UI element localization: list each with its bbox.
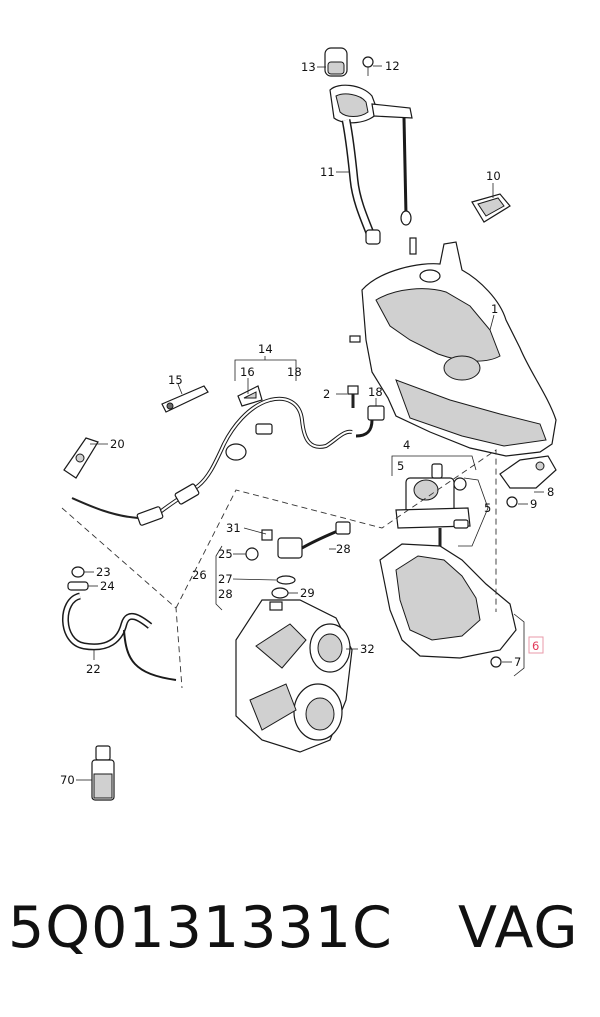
filler-cap bbox=[324, 47, 348, 77]
nut-9 bbox=[506, 496, 518, 508]
brand-label: VAG bbox=[458, 895, 579, 961]
callout-15: 15 bbox=[168, 373, 183, 387]
callout-24: 24 bbox=[100, 579, 115, 593]
callout-1: 1 bbox=[491, 302, 498, 316]
bracket-8 bbox=[499, 455, 557, 489]
hose-22 bbox=[62, 592, 177, 681]
ring-27 bbox=[276, 575, 296, 585]
bolt-2 bbox=[347, 385, 359, 408]
filler-hose-11 bbox=[341, 119, 381, 245]
dashed-outline bbox=[61, 449, 497, 689]
callout-6: 6 bbox=[532, 639, 539, 653]
callout-10: 10 bbox=[486, 169, 501, 183]
callout-14: 14 bbox=[258, 342, 273, 356]
bracket-20 bbox=[63, 437, 99, 479]
leader-lines bbox=[76, 65, 544, 781]
callout-12: 12 bbox=[385, 59, 400, 73]
callout-22: 22 bbox=[86, 662, 101, 676]
nut-7 bbox=[490, 656, 502, 668]
bracket-10 bbox=[471, 193, 511, 223]
callout-13: 13 bbox=[301, 60, 316, 74]
callout-23: 23 bbox=[96, 565, 111, 579]
vent-rod bbox=[400, 117, 412, 226]
callout-25: 25 bbox=[218, 547, 233, 561]
callout-28-sensor: 28 bbox=[336, 542, 351, 556]
callout-18-top: 18 bbox=[287, 365, 302, 379]
part-number: 5Q0131331C bbox=[8, 895, 393, 961]
clip-15 bbox=[161, 385, 209, 413]
callout-27: 27 bbox=[218, 572, 233, 586]
clip-16 bbox=[237, 385, 263, 407]
callout-9: 9 bbox=[530, 497, 537, 511]
compressor-32 bbox=[235, 599, 353, 753]
callout-18-connector: 18 bbox=[368, 385, 383, 399]
callout-29: 29 bbox=[300, 586, 315, 600]
fuel-tank bbox=[349, 237, 557, 457]
gasket-25 bbox=[245, 547, 259, 561]
callout-31: 31 bbox=[226, 521, 241, 535]
bottle-70 bbox=[91, 745, 115, 801]
callout-70: 70 bbox=[60, 773, 75, 787]
callout-7: 7 bbox=[514, 655, 521, 669]
wiring-harness-14 bbox=[71, 396, 353, 526]
callout-8: 8 bbox=[547, 485, 554, 499]
screw-12 bbox=[362, 56, 374, 76]
callout-5-upper: 5 bbox=[397, 459, 404, 473]
callout-5-right: 5 bbox=[484, 501, 491, 515]
clip-23 bbox=[71, 566, 85, 578]
callout-26: 26 bbox=[192, 568, 207, 582]
callout-16: 16 bbox=[240, 365, 255, 379]
callout-28-lower: 28 bbox=[218, 587, 233, 601]
shield-6 bbox=[379, 543, 517, 659]
connector-18 bbox=[355, 405, 385, 438]
sensor-31 bbox=[261, 521, 351, 559]
pump-module-4 bbox=[395, 463, 471, 548]
callout-32: 32 bbox=[360, 642, 375, 656]
callout-20: 20 bbox=[110, 437, 125, 451]
callout-11: 11 bbox=[320, 165, 335, 179]
filler-neck-head bbox=[329, 84, 413, 124]
connector-24 bbox=[67, 581, 89, 591]
highlight-box-6 bbox=[528, 636, 544, 654]
callout-2: 2 bbox=[323, 387, 330, 401]
callout-4: 4 bbox=[403, 438, 410, 452]
clamp-29 bbox=[271, 587, 289, 599]
